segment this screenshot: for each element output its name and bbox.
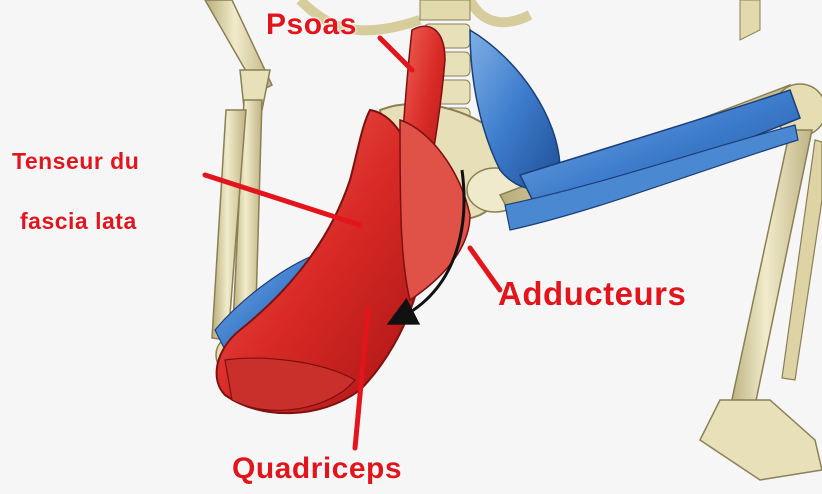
adducteurs-leader bbox=[470, 248, 500, 290]
psoas-leader bbox=[380, 38, 412, 70]
label-psoas: Psoas bbox=[266, 8, 357, 42]
right-leg-bones bbox=[500, 0, 822, 480]
label-tenseur-line2: fascia lata bbox=[20, 208, 137, 235]
label-quadriceps: Quadriceps bbox=[232, 452, 402, 486]
label-tenseur-line1: Tenseur du bbox=[12, 148, 139, 175]
label-adducteurs: Adducteurs bbox=[498, 275, 686, 313]
